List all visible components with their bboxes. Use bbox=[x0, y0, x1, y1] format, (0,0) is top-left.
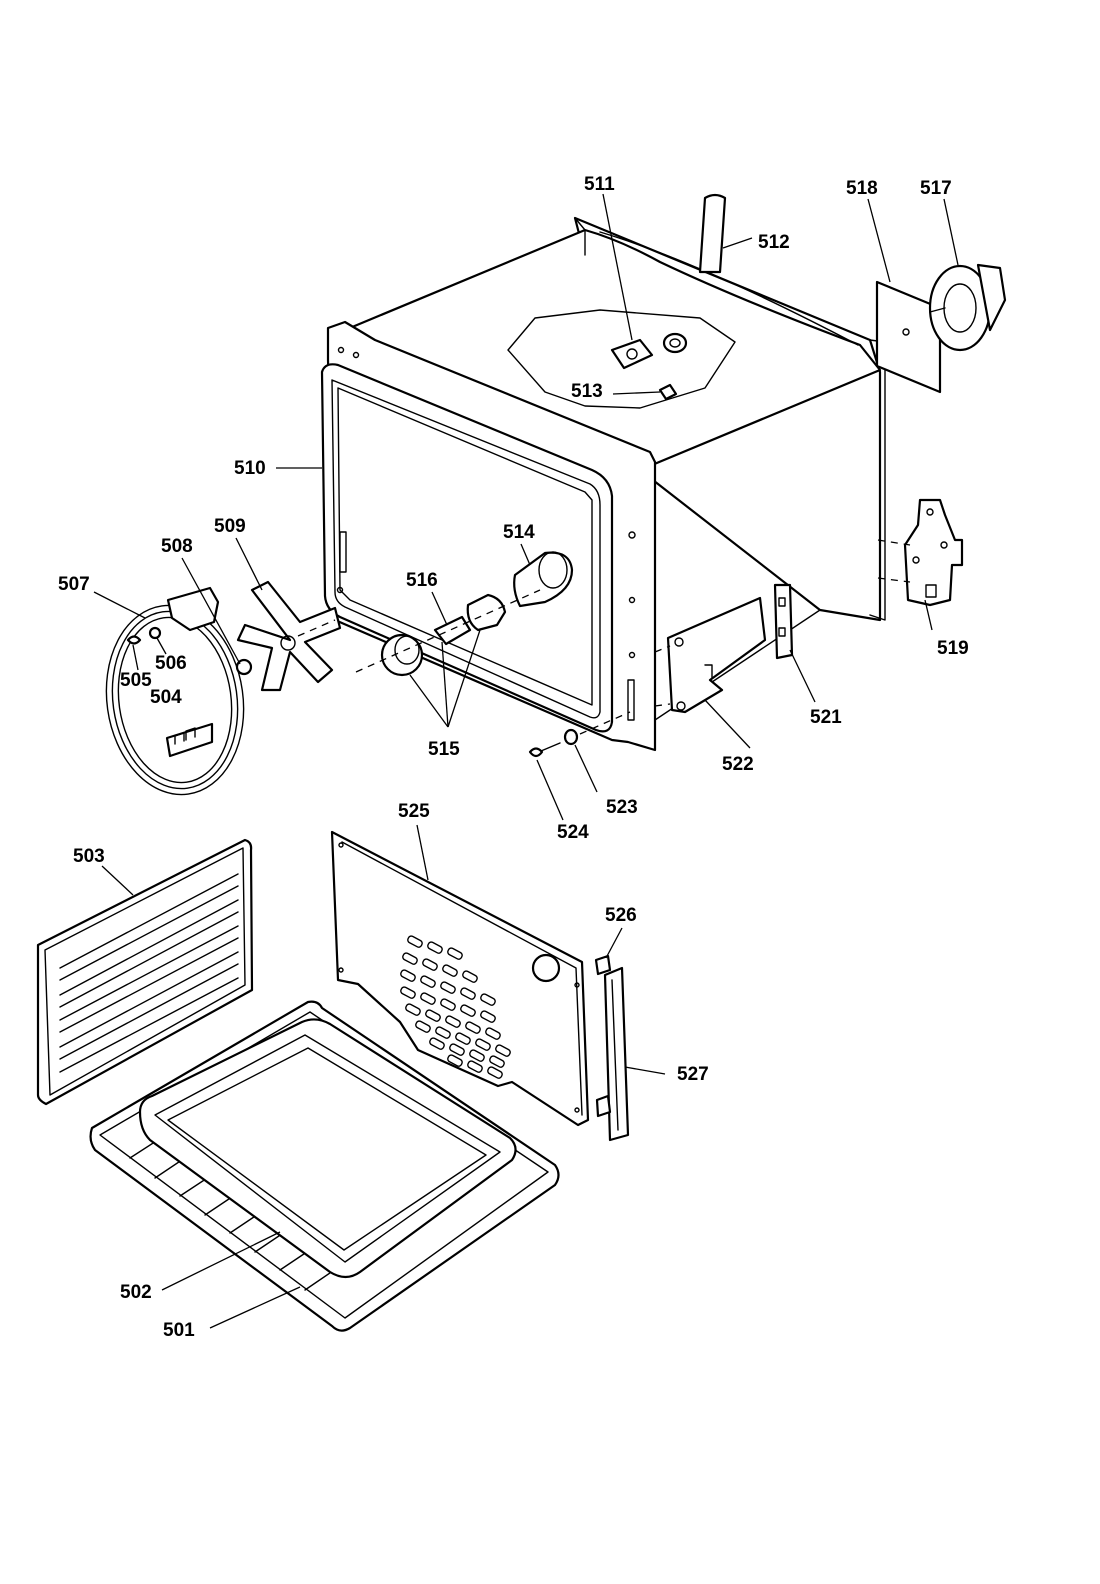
grille-slot bbox=[447, 947, 463, 960]
gasket-511 bbox=[610, 338, 654, 370]
grille-slot bbox=[487, 1066, 503, 1079]
callout-523: 523 bbox=[606, 797, 638, 818]
callout-513: 513 bbox=[571, 381, 603, 402]
element-ring-507 bbox=[105, 604, 245, 796]
grille-slot bbox=[407, 935, 423, 948]
callout-505: 505 bbox=[120, 670, 152, 691]
grille-slot bbox=[460, 987, 476, 1000]
grille-slot bbox=[400, 986, 416, 999]
grille-slot bbox=[480, 1010, 496, 1023]
callout-503: 503 bbox=[73, 846, 105, 867]
callout-522: 522 bbox=[722, 754, 754, 775]
cooling-fan-assembly bbox=[875, 263, 1007, 394]
grille-slot bbox=[415, 1020, 431, 1033]
grille-slot bbox=[449, 1043, 465, 1056]
callout-509: 509 bbox=[214, 516, 246, 537]
callout-526: 526 bbox=[605, 905, 637, 926]
lamp-bulb-516 bbox=[433, 615, 472, 646]
runner-527 bbox=[603, 966, 630, 1142]
callout-527: 527 bbox=[677, 1064, 709, 1085]
grille-slot bbox=[447, 1054, 463, 1067]
lamp-housing-514 bbox=[513, 551, 574, 608]
vent-pipe-512 bbox=[698, 193, 727, 274]
grille-slot bbox=[469, 1049, 485, 1062]
grille-slot bbox=[465, 1021, 481, 1034]
callout-525: 525 bbox=[398, 801, 430, 822]
grille-slot bbox=[495, 1044, 511, 1057]
grille-slot bbox=[489, 1055, 505, 1068]
leader-lines bbox=[93, 193, 959, 1329]
clip-526 bbox=[594, 954, 612, 976]
mount-plate-518 bbox=[875, 280, 942, 394]
callout-512: 512 bbox=[758, 232, 790, 253]
grille-slot bbox=[429, 1037, 445, 1050]
fan-blade-509 bbox=[236, 580, 342, 692]
grille-slot bbox=[455, 1032, 471, 1045]
callout-506: 506 bbox=[155, 653, 187, 674]
grille-slot bbox=[422, 958, 438, 971]
clip-504 bbox=[165, 722, 214, 758]
callout-524: 524 bbox=[557, 822, 589, 843]
baking-tray-502 bbox=[138, 1018, 517, 1279]
grille-slot bbox=[425, 1009, 441, 1022]
grille-slot bbox=[435, 1026, 451, 1039]
callout-515: 515 bbox=[428, 739, 460, 760]
grille-slot bbox=[440, 998, 456, 1011]
callout-517: 517 bbox=[920, 178, 952, 199]
bracket-519 bbox=[877, 498, 964, 607]
callout-508: 508 bbox=[161, 536, 193, 557]
grille-slot bbox=[460, 1004, 476, 1017]
callout-521: 521 bbox=[810, 707, 842, 728]
grille-slot bbox=[480, 993, 496, 1006]
grille-slot bbox=[445, 1015, 461, 1028]
grille-slot bbox=[462, 970, 478, 983]
lamp-cover-515 bbox=[380, 633, 424, 677]
callout-514: 514 bbox=[503, 522, 535, 543]
grille-slot bbox=[402, 952, 418, 965]
top-element-parts bbox=[610, 193, 727, 401]
callout-502: 502 bbox=[120, 1282, 152, 1303]
callout-labels: 511 512 513 518 517 510 514 516 515 509 … bbox=[58, 174, 969, 1341]
callout-516: 516 bbox=[406, 570, 438, 591]
grille-slot bbox=[467, 1060, 483, 1073]
side-panel-503 bbox=[36, 838, 254, 1106]
callout-504: 504 bbox=[150, 687, 182, 708]
callout-507: 507 bbox=[58, 574, 90, 595]
grille-slot bbox=[427, 941, 443, 954]
grille-slot bbox=[420, 975, 436, 988]
screw-524 bbox=[528, 747, 544, 758]
grille-slot bbox=[442, 964, 458, 977]
callout-519: 519 bbox=[937, 638, 969, 659]
oven-lamp-assembly bbox=[355, 551, 574, 677]
grille-slots bbox=[400, 935, 511, 1079]
clip-513 bbox=[658, 383, 678, 401]
callout-501: 501 bbox=[163, 1320, 195, 1341]
hinge-brackets bbox=[654, 583, 794, 714]
washer-523 bbox=[563, 728, 579, 746]
grille-slot bbox=[485, 1027, 501, 1040]
grille-slot bbox=[440, 981, 456, 994]
callout-511: 511 bbox=[584, 174, 615, 195]
callout-518: 518 bbox=[846, 178, 878, 199]
screw-and-washer bbox=[528, 711, 631, 758]
nut-508 bbox=[235, 658, 253, 676]
side-runner bbox=[594, 954, 630, 1142]
heating-element bbox=[105, 586, 253, 796]
back-panel-525 bbox=[330, 830, 590, 1127]
grille-slot bbox=[420, 992, 436, 1005]
bracket-522 bbox=[666, 596, 767, 714]
grille-slot bbox=[405, 1003, 421, 1016]
callout-510: 510 bbox=[234, 458, 266, 479]
hinge-plate-521 bbox=[773, 583, 794, 660]
grille-slot bbox=[400, 969, 416, 982]
grille-slot bbox=[475, 1038, 491, 1051]
